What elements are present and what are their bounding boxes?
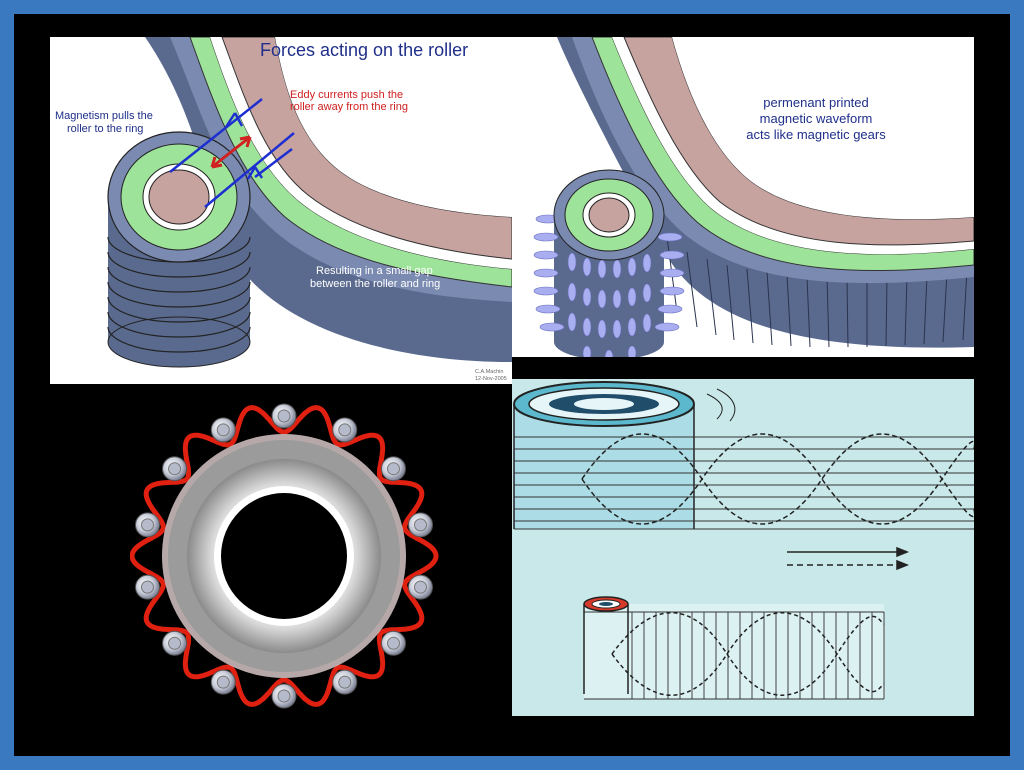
magnetic-gears-svg: permenant printed magnetic waveform acts… bbox=[533, 37, 974, 357]
red-waveform bbox=[130, 405, 439, 707]
magnet-core bbox=[386, 462, 400, 476]
roller-forces-diagram: Forces acting on the roller Magnetism pu… bbox=[50, 37, 512, 384]
roller-forces-title: Forces acting on the roller bbox=[260, 40, 468, 60]
magnet-set bbox=[135, 403, 433, 709]
ring-waveform-svg bbox=[130, 403, 439, 709]
gears-caption-line-3: acts like magnetic gears bbox=[746, 127, 886, 142]
ring-waveform-render bbox=[130, 393, 450, 711]
ring-center-space bbox=[275, 37, 512, 217]
roller-spikes bbox=[533, 214, 685, 357]
gap-label-line-2: between the roller and ring bbox=[310, 278, 440, 290]
magnet-core bbox=[338, 675, 352, 689]
tape-waveform-sketch bbox=[512, 379, 974, 716]
magnet-core bbox=[413, 518, 427, 532]
roller bbox=[107, 131, 251, 368]
magnetism-label-line-1: Magnetism pulls the bbox=[55, 110, 153, 122]
magnet-core bbox=[141, 518, 155, 532]
ring-hole bbox=[221, 493, 347, 619]
magnet-core bbox=[277, 689, 291, 703]
eddy-current-arrows bbox=[210, 135, 252, 169]
magnet-core bbox=[386, 636, 400, 650]
magnetic-gears-diagram: permenant printed magnetic waveform acts… bbox=[512, 37, 974, 357]
eddy-label-line-2: roller away from the ring bbox=[290, 101, 408, 113]
gears-caption-line-1: permenant printed bbox=[763, 95, 869, 110]
gears-caption-line-2: magnetic waveform bbox=[760, 111, 873, 126]
spiked-roller bbox=[533, 169, 685, 357]
roller-forces-svg: Forces acting on the roller Magnetism pu… bbox=[55, 37, 512, 382]
tape-sketch-svg bbox=[513, 381, 974, 700]
credit-line-1: C.A.Machin bbox=[475, 369, 503, 375]
magnet-core bbox=[277, 409, 291, 423]
top-tape-lines bbox=[514, 436, 974, 530]
magnet-core bbox=[216, 423, 230, 437]
magnetism-arrows bbox=[169, 98, 295, 208]
credit-line-2: 12-Nov-2005 bbox=[475, 376, 507, 382]
magnet-core bbox=[338, 423, 352, 437]
magnet-core bbox=[168, 462, 182, 476]
magnet-core bbox=[216, 675, 230, 689]
magnet-core bbox=[168, 636, 182, 650]
motion-arrows bbox=[787, 546, 910, 571]
magnet-core bbox=[413, 580, 427, 594]
gap-label-line-1: Resulting in a small gap bbox=[316, 265, 433, 277]
top-waveform bbox=[581, 433, 974, 525]
bottom-tape bbox=[583, 596, 885, 700]
magnetism-label-line-2: roller to the ring bbox=[67, 123, 143, 135]
magnet-core bbox=[141, 580, 155, 594]
eddy-label-line-1: Eddy currents push the bbox=[290, 89, 403, 101]
top-roll bbox=[513, 381, 736, 529]
